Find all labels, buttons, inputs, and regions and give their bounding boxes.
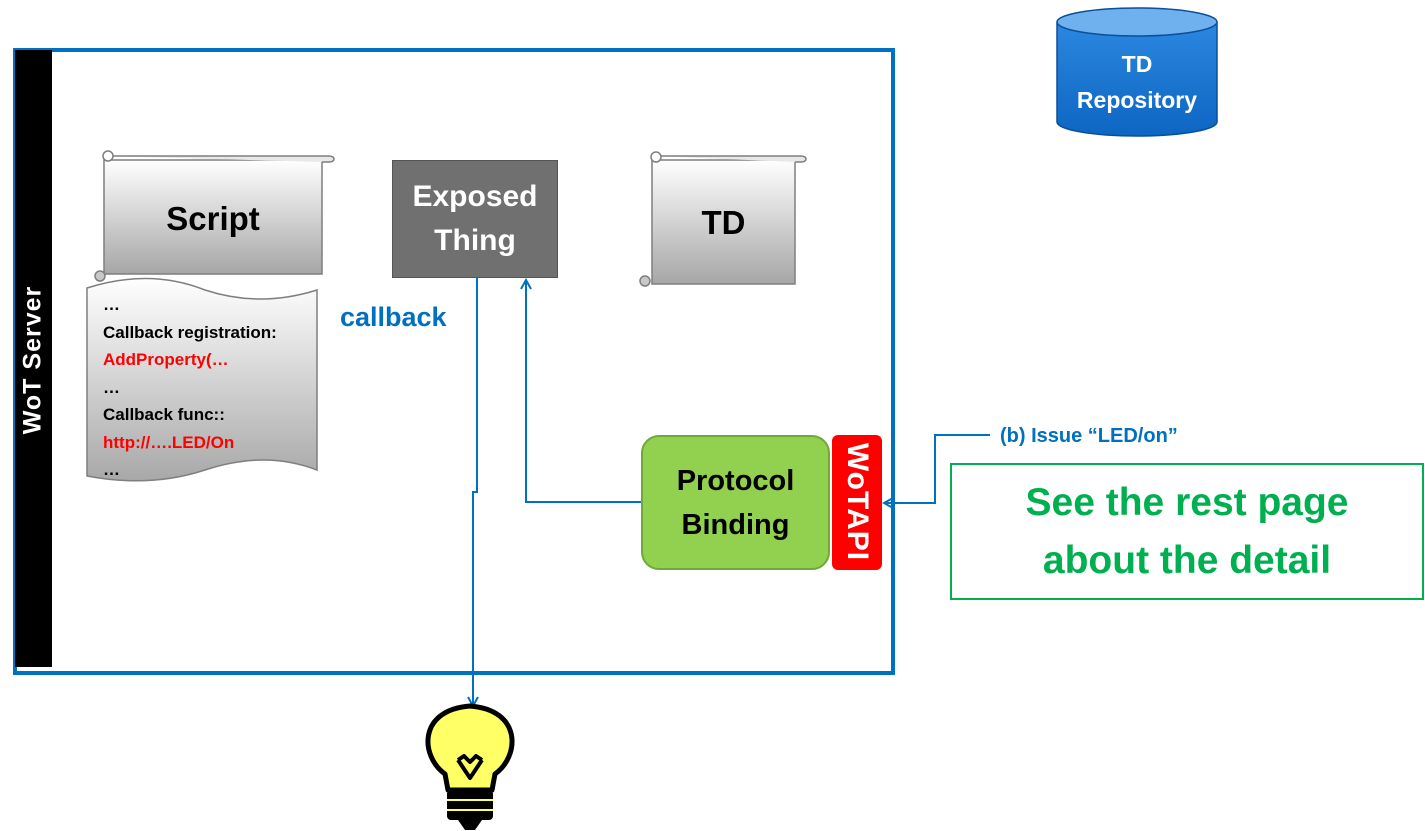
script-note-line: … (103, 460, 120, 479)
callback-arrow (473, 278, 477, 706)
issue-arrow (884, 434, 990, 503)
wotapi-box (832, 435, 882, 570)
td-repository-cylinder (1056, 7, 1218, 137)
script-note-line: http://….LED/On (103, 432, 235, 452)
protocol-binding-box: Protocol Binding (641, 435, 830, 570)
script-note-line: AddProperty(… (103, 350, 229, 369)
wot-server-sidebar (15, 50, 52, 667)
td-scroll (639, 151, 807, 287)
script-note-line: … (103, 295, 120, 314)
script-notes-shape (86, 277, 318, 482)
wot-server-label: WoT Server (18, 285, 47, 435)
light-bulb-icon (425, 703, 515, 830)
wotapi-label: WoTAPI (841, 442, 874, 562)
script-scroll (94, 150, 335, 282)
script-notes: … Callback registration: AddProperty(… …… (103, 291, 318, 484)
td-label: TD (701, 204, 746, 241)
exposed-thing-label: Exposed Thing (412, 180, 538, 257)
script-label: Script (166, 200, 260, 237)
protocol-binding-label: Protocol Binding (676, 464, 795, 541)
exposed-thing-box: Exposed Thing (392, 160, 558, 278)
script-note-line: … (103, 377, 120, 397)
script-note-line: Callback func:: (103, 405, 225, 424)
binding-to-exposed-arrow (526, 280, 641, 503)
script-note-line: Callback registration: (103, 322, 277, 342)
detail-note-text: See the rest page about the detail (1025, 480, 1349, 582)
issue-label: (b) Issue “LED/on” (1000, 425, 1178, 447)
callback-label: callback (340, 302, 447, 332)
detail-note-box: See the rest page about the detail (950, 463, 1424, 600)
td-repository-label: TD Repository (1076, 51, 1198, 113)
